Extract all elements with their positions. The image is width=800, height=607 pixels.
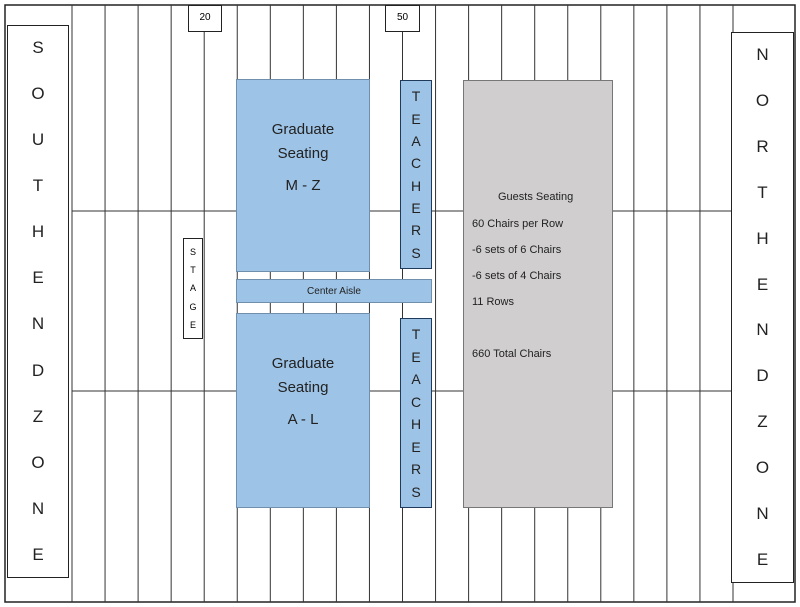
center-aisle: Center Aisle <box>236 279 432 303</box>
guests-line: -6 sets of 4 Chairs <box>472 270 562 282</box>
letter: C <box>410 155 422 172</box>
label: Seating <box>277 145 329 162</box>
letter: S <box>189 247 196 258</box>
guests-title: Guests Seating <box>498 191 574 203</box>
south-end-zone: S O U T H E N D Z O N E <box>7 25 69 578</box>
letter: E <box>756 549 769 569</box>
letter: D <box>31 360 45 380</box>
guests-line: 60 Chairs per Row <box>472 218 564 230</box>
letter: N <box>756 504 769 524</box>
letter: D <box>756 366 769 386</box>
letter: O <box>755 458 770 478</box>
letter: C <box>410 393 422 410</box>
letter: E <box>411 438 421 455</box>
guests-line: 660 Total Chairs <box>472 348 552 360</box>
letter: R <box>410 461 422 478</box>
guests-line: 11 Rows <box>472 296 514 308</box>
letter: E <box>189 319 196 330</box>
letter: T <box>190 265 196 276</box>
label: Graduate <box>271 355 335 372</box>
letter: O <box>31 84 45 104</box>
letter: S <box>32 38 44 57</box>
letter: N <box>31 498 45 518</box>
letter: A <box>411 371 421 388</box>
letter: T <box>411 88 421 105</box>
north-end-zone: N O R T H E N D Z O N E <box>731 32 794 583</box>
letter: S <box>411 244 421 261</box>
label: A - L <box>287 411 319 428</box>
yard-marker-20: 20 <box>188 5 222 32</box>
letter: Z <box>757 412 768 432</box>
letter: H <box>31 222 45 242</box>
letter: R <box>410 222 422 239</box>
letter: N <box>756 45 769 64</box>
guests-line: -6 sets of 6 Chairs <box>472 244 562 256</box>
graduate-seating-m-z: Graduate Seating M - Z <box>236 79 370 272</box>
letter: A <box>411 132 421 149</box>
label: M - Z <box>285 177 321 194</box>
yard-marker-50: 50 <box>385 5 420 32</box>
letter: T <box>411 326 421 343</box>
graduate-seating-a-l: Graduate Seating A - L <box>236 313 370 508</box>
letter: E <box>411 110 421 127</box>
letter: E <box>411 200 421 217</box>
letter: H <box>410 177 422 194</box>
letter: E <box>411 348 421 365</box>
letter: A <box>189 283 196 294</box>
letter: S <box>411 483 421 500</box>
letter: H <box>756 228 769 248</box>
letter: H <box>410 416 422 433</box>
letter: N <box>31 314 45 334</box>
letter: T <box>757 182 768 202</box>
letter: T <box>32 176 44 196</box>
letter: E <box>32 268 44 288</box>
letter: R <box>756 136 769 156</box>
letter: G <box>189 301 197 312</box>
letter: O <box>755 90 770 110</box>
letter: Z <box>32 406 44 426</box>
label: Seating <box>277 379 329 396</box>
letter: N <box>756 320 769 340</box>
letter: O <box>31 452 45 472</box>
letter: U <box>31 130 45 150</box>
guests-seating: Guests Seating 60 Chairs per Row -6 sets… <box>463 80 613 508</box>
center-aisle-label: Center Aisle <box>307 285 361 297</box>
letter: E <box>756 274 769 294</box>
label: Graduate <box>271 121 335 138</box>
letter: E <box>32 544 44 564</box>
